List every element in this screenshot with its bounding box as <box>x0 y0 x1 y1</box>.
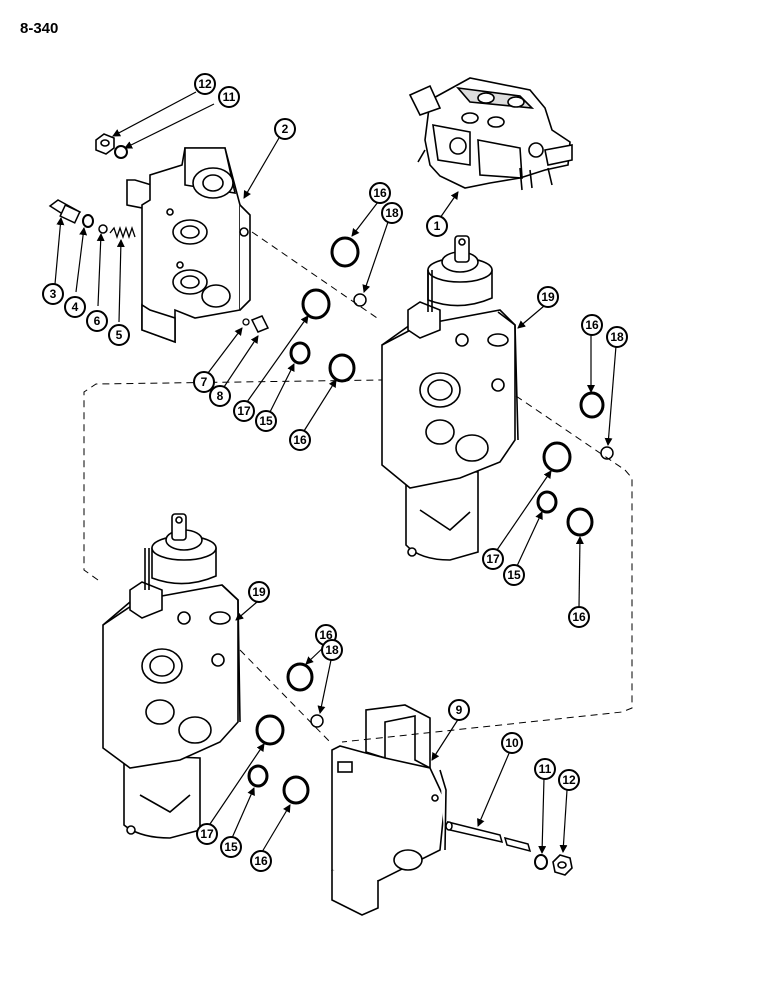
svg-text:16: 16 <box>293 433 307 447</box>
assembly-dash-lines <box>83 231 633 743</box>
callout-7: 7 <box>193 371 215 393</box>
ball-7-icon <box>242 318 250 326</box>
o-ring-16-f-icon <box>282 775 310 805</box>
callout-11: 11 <box>218 86 240 108</box>
svg-text:17: 17 <box>200 827 214 841</box>
callout-16: 16 <box>369 182 391 204</box>
callout-6: 6 <box>86 310 108 332</box>
svg-text:11: 11 <box>223 90 236 104</box>
svg-text:4: 4 <box>72 300 79 314</box>
svg-text:7: 7 <box>201 375 208 389</box>
callout-15: 15 <box>255 410 277 432</box>
svg-text:16: 16 <box>254 854 268 868</box>
svg-text:18: 18 <box>325 643 339 657</box>
callout-11: 11 <box>534 758 556 780</box>
callout-15: 15 <box>220 836 242 858</box>
nut-12-bottom-icon <box>552 854 573 876</box>
svg-text:19: 19 <box>252 585 266 599</box>
svg-text:11: 11 <box>539 762 552 776</box>
callout-8: 8 <box>209 385 231 407</box>
backup-ring-18-c-icon <box>310 714 324 728</box>
plug-8-icon <box>250 315 270 333</box>
washer-11-bottom-icon <box>534 854 548 870</box>
svg-text:5: 5 <box>116 328 123 342</box>
callout-18: 18 <box>606 326 628 348</box>
svg-text:1: 1 <box>434 219 441 233</box>
callout-1: 1 <box>426 215 448 237</box>
end-cover-icon <box>126 147 251 344</box>
svg-text:19: 19 <box>541 290 555 304</box>
assembled-valve-icon <box>408 77 573 191</box>
callout-12: 12 <box>194 73 216 95</box>
svg-text:15: 15 <box>259 414 273 428</box>
callout-3: 3 <box>42 283 64 305</box>
callout-19: 19 <box>248 581 270 603</box>
svg-text:17: 17 <box>237 404 251 418</box>
o-ring-17-c-icon <box>255 714 285 746</box>
callout-4: 4 <box>64 296 86 318</box>
o-ring-16-e-icon <box>286 662 314 692</box>
svg-text:15: 15 <box>224 840 238 854</box>
o-ring-15-c-icon <box>247 764 269 788</box>
svg-text:12: 12 <box>198 77 212 91</box>
callout-16: 16 <box>289 429 311 451</box>
callout-17: 17 <box>482 548 504 570</box>
backup-ring-18-b-icon <box>600 446 614 460</box>
valve-section-left-icon <box>102 513 241 839</box>
callout-16: 16 <box>250 850 272 872</box>
callout-16: 16 <box>581 314 603 336</box>
fitting-3-icon <box>48 199 82 224</box>
callout-19: 19 <box>537 286 559 308</box>
callout-16: 16 <box>315 624 337 646</box>
o-ring-16-b-icon <box>328 353 356 383</box>
svg-text:16: 16 <box>319 628 333 642</box>
washer-11-top-icon <box>114 145 128 159</box>
svg-text:12: 12 <box>562 773 576 787</box>
svg-text:16: 16 <box>373 186 387 200</box>
callout-5: 5 <box>108 324 130 346</box>
seal-rings <box>247 236 614 805</box>
svg-text:15: 15 <box>507 568 521 582</box>
svg-text:3: 3 <box>50 287 57 301</box>
svg-text:6: 6 <box>94 314 101 328</box>
callout-12: 12 <box>558 769 580 791</box>
seal-4-icon <box>82 214 94 228</box>
o-ring-16-c-icon <box>579 391 605 419</box>
callout-18: 18 <box>321 639 343 661</box>
svg-text:18: 18 <box>385 206 399 220</box>
valve-section-right-icon <box>381 235 519 561</box>
svg-text:2: 2 <box>282 122 289 136</box>
callouts: 12 11 2 3 4 6 5 1 16 18 19 16 18 7 8 17 … <box>42 73 628 872</box>
o-ring-17-b-icon <box>542 441 572 473</box>
callout-18: 18 <box>381 202 403 224</box>
svg-text:9: 9 <box>456 703 463 717</box>
o-ring-16-a-icon <box>330 236 360 268</box>
svg-text:8: 8 <box>217 389 224 403</box>
page-number: 8-340 <box>20 20 59 37</box>
callout-10: 10 <box>501 732 523 754</box>
o-ring-16-d-icon <box>566 507 594 537</box>
callout-17: 17 <box>233 400 255 422</box>
o-ring-15-a-icon <box>289 341 311 365</box>
backup-ring-18-a-icon <box>353 293 367 307</box>
callout-2: 2 <box>274 118 296 140</box>
svg-text:10: 10 <box>505 736 519 750</box>
o-ring-17-a-icon <box>301 288 331 320</box>
svg-text:16: 16 <box>585 318 599 332</box>
spring-5-icon <box>109 225 136 240</box>
ball-6-icon <box>98 224 108 234</box>
svg-text:16: 16 <box>572 610 586 624</box>
callout-9: 9 <box>448 699 470 721</box>
nut-12-top-icon <box>95 133 115 155</box>
leader-lines <box>54 91 617 854</box>
callout-17: 17 <box>196 823 218 845</box>
svg-text:18: 18 <box>610 330 624 344</box>
o-ring-15-b-icon <box>536 490 558 514</box>
callout-16: 16 <box>568 606 590 628</box>
callout-15: 15 <box>503 564 525 586</box>
svg-text:17: 17 <box>486 552 500 566</box>
stud-10-icon <box>445 820 532 853</box>
end-cover-9-icon <box>331 704 447 916</box>
